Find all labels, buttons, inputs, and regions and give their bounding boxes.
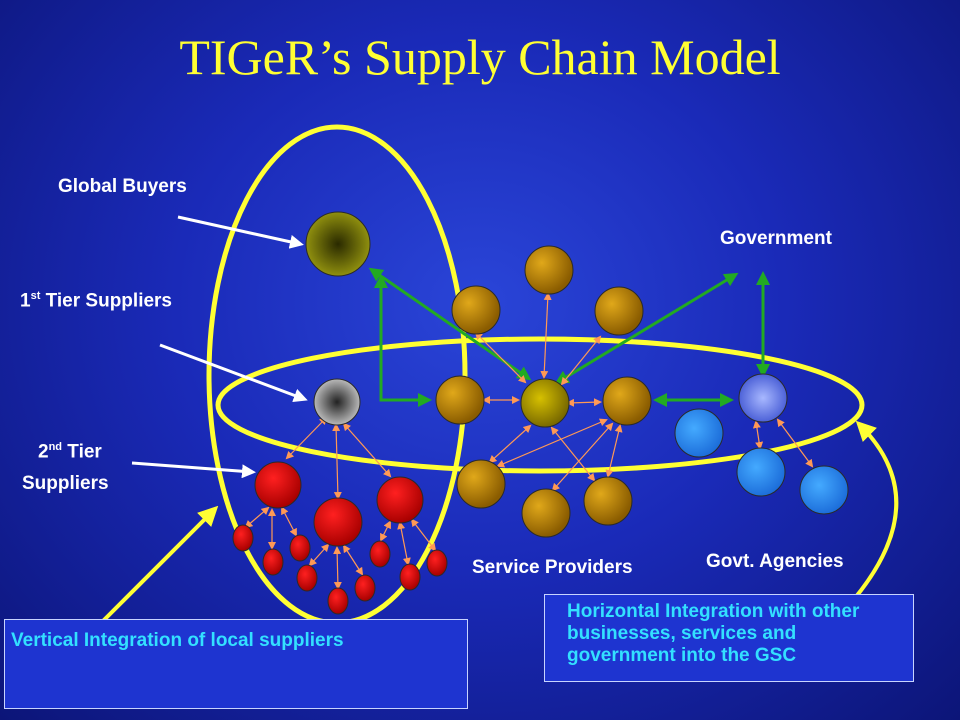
green-arrow-tier1-buyer	[374, 274, 432, 407]
service-provider-node	[435, 375, 485, 425]
service-provider-node	[451, 285, 501, 335]
tier1-pointer	[159, 343, 308, 403]
global-buyers-label: Global Buyers	[58, 176, 187, 197]
tier2-pointer	[131, 461, 256, 479]
service-provider-node	[594, 286, 644, 336]
govt-agency-node	[799, 465, 849, 515]
govt-agency-node	[736, 447, 786, 497]
global-buyer-node	[305, 211, 371, 277]
vertical-note-pointer	[100, 505, 219, 624]
central-hub-node	[520, 378, 570, 428]
slide-title: TIGeR’s Supply Chain Model	[179, 29, 781, 85]
local-supplier-node	[426, 549, 448, 577]
local-supplier-node	[232, 524, 254, 552]
tier2-suppliers-label: 2nd Tier	[38, 441, 102, 463]
local-supplier-node	[289, 534, 311, 562]
horizontal-integration-ellipse	[215, 336, 865, 474]
government-label: Government	[720, 228, 832, 249]
tier2-supplier-node	[376, 476, 424, 524]
govt-agency-node	[674, 408, 724, 458]
tier1-suppliers-label: 1st Tier Suppliers	[20, 290, 172, 312]
local-supplier-node	[296, 564, 318, 592]
tier1-supplier-node	[313, 378, 361, 426]
service-provider-node	[524, 245, 574, 295]
service-provider-node	[583, 476, 633, 526]
horizontal-note-pointer	[853, 420, 899, 600]
global-buyers-pointer	[177, 215, 304, 249]
government-node	[738, 373, 788, 423]
govt-agencies-label: Govt. Agencies	[706, 551, 844, 572]
horizontal-integration-line-2: businesses, services and	[567, 623, 797, 644]
service-provider-node	[521, 488, 571, 538]
tier2-supplier-node	[254, 461, 302, 509]
service-providers-label: Service Providers	[472, 557, 633, 578]
local-supplier-node	[369, 540, 391, 568]
service-provider-node	[602, 376, 652, 426]
local-supplier-node	[399, 563, 421, 591]
local-supplier-node	[354, 574, 376, 602]
tier2-suppliers-label-line2: Suppliers	[22, 473, 109, 494]
vertical-integration-text: Vertical Integration of local suppliers	[11, 630, 344, 651]
green-arrow-center-gov	[554, 272, 739, 385]
tier2-supplier-node	[313, 497, 363, 547]
horizontal-integration-line-1: Horizontal Integration with other	[567, 601, 860, 622]
service-provider-node	[456, 459, 506, 509]
vertical-integration-note: Vertical Integration of local suppliers	[4, 619, 468, 709]
local-supplier-node	[327, 587, 349, 615]
local-supplier-node	[262, 548, 284, 576]
horizontal-integration-note: Horizontal Integration with other busine…	[544, 594, 914, 682]
horizontal-integration-line-3: government into the GSC	[567, 645, 797, 666]
